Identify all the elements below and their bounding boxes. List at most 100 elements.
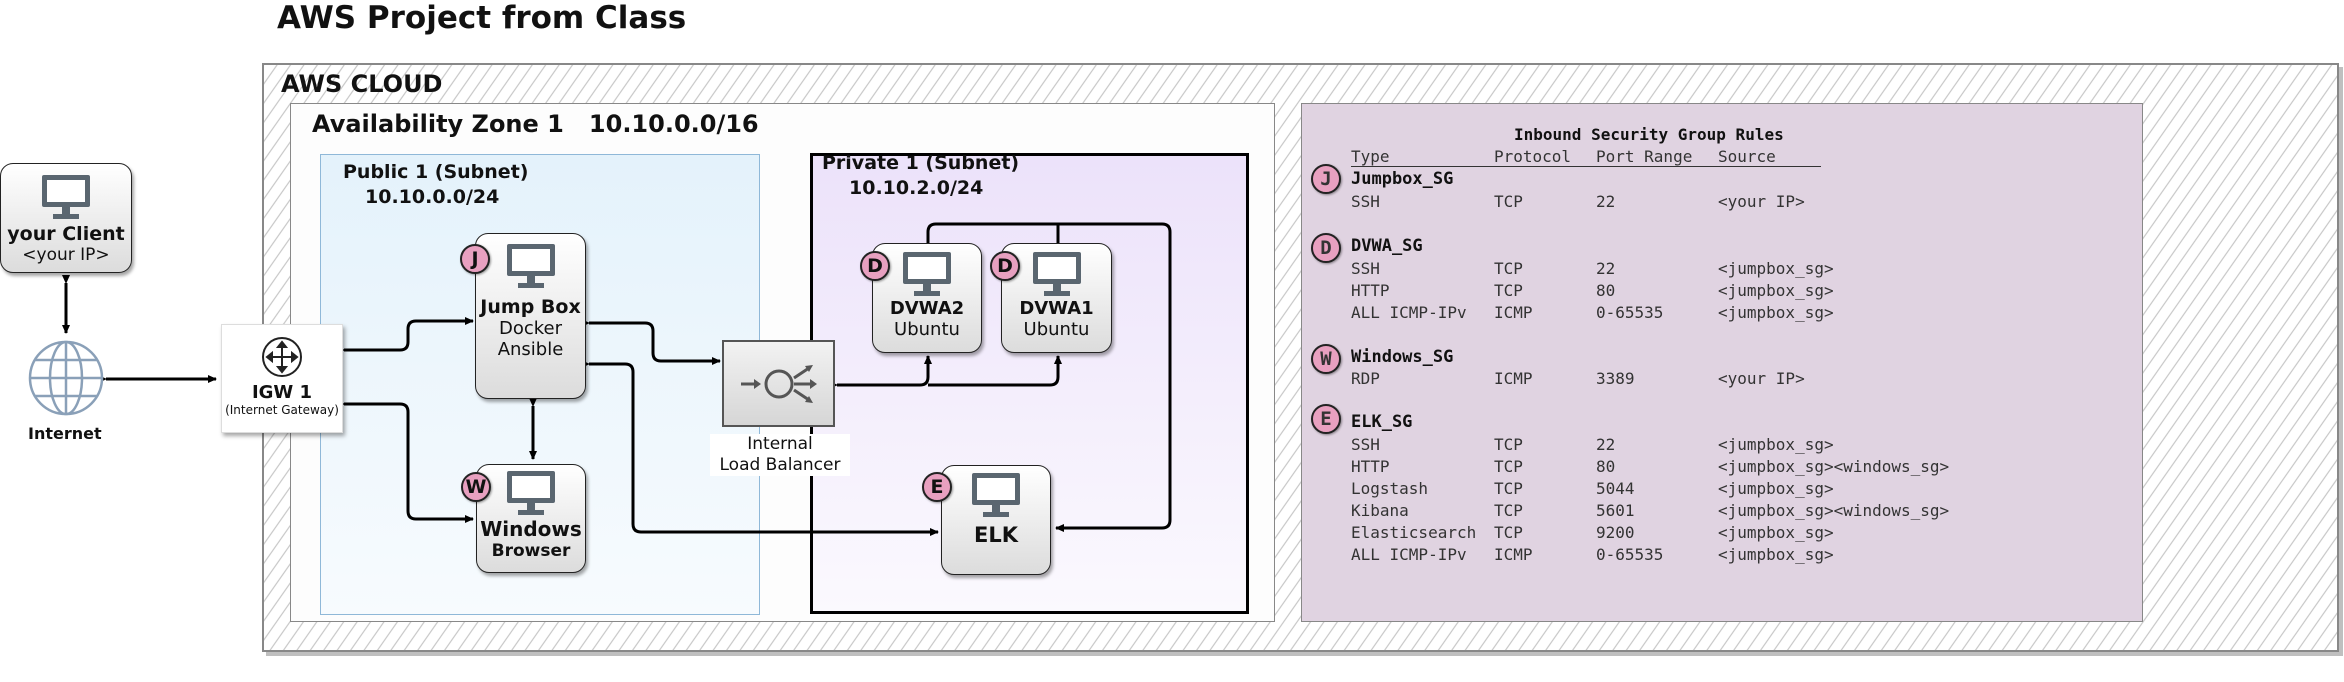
igw-subtitle: (Internet Gateway) <box>225 403 339 417</box>
rule-type: ALL ICMP-IPv <box>1351 545 1467 564</box>
aws-cloud-label: AWS CLOUD <box>281 70 443 98</box>
dvwa1-title: DVWA1 <box>1019 298 1094 319</box>
sg-name-jumpbox: Jumpbox_SG <box>1351 169 1454 189</box>
monitor-icon <box>903 252 951 296</box>
dvwa2-os: Ubuntu <box>894 319 960 340</box>
rule-source: <jumpbox_sg> <box>1718 281 1834 300</box>
sg-header-port: Port Range <box>1596 147 1693 166</box>
rule-protocol: TCP <box>1494 435 1523 454</box>
rule-port: 5044 <box>1596 479 1635 498</box>
dvwa2-node[interactable]: DVWA2 Ubuntu <box>872 243 982 353</box>
rule-protocol: TCP <box>1494 281 1523 300</box>
monitor-icon <box>972 473 1020 517</box>
dvwa2-badge: D <box>860 251 890 281</box>
rule-port: 80 <box>1596 457 1616 476</box>
rule-port: 3389 <box>1596 369 1635 388</box>
rule-source: <jumpbox_sg> <box>1718 545 1834 564</box>
rule-port: 22 <box>1596 435 1616 454</box>
rule-source: <jumpbox_sg> <box>1718 303 1834 322</box>
rule-source: <jumpbox_sg> <box>1718 479 1834 498</box>
private-subnet-name: Private 1 (Subnet) <box>822 152 1020 174</box>
igw-node[interactable]: IGW 1 (Internet Gateway) <box>221 324 343 433</box>
rule-port: 22 <box>1596 192 1616 211</box>
windows-node[interactable]: Windows Browser <box>476 464 586 573</box>
load-balancer-node[interactable] <box>722 340 835 427</box>
sg-header-underline <box>1351 166 1821 167</box>
rule-protocol: ICMP <box>1494 369 1533 388</box>
sg-header-type: Type <box>1351 147 1390 166</box>
link-dvwa-elk <box>926 222 1172 532</box>
rule-source: <jumpbox_sg> <box>1718 259 1834 278</box>
private-subnet-label: Private 1 (Subnet) 10.10.2.0/24 <box>822 151 1019 201</box>
private-subnet-cidr: 10.10.2.0/24 <box>849 177 984 199</box>
public-subnet-cidr: 10.10.0.0/24 <box>365 186 500 208</box>
elk-badge: E <box>922 472 952 502</box>
rule-type: Logstash <box>1351 479 1429 498</box>
router-arrows-icon <box>262 337 302 377</box>
rule-source: <jumpbox_sg> <box>1718 435 1834 454</box>
rule-protocol: ICMP <box>1494 545 1533 564</box>
elk-title: ELK <box>974 523 1018 547</box>
client-ip: <your IP> <box>22 245 110 265</box>
page-title: AWS Project from Class <box>277 0 687 36</box>
dvwa1-badge: D <box>990 251 1020 281</box>
link-jumpbox-elk <box>581 360 939 536</box>
rule-type: SSH <box>1351 435 1380 454</box>
link-lb-dvwa2 <box>829 355 932 389</box>
monitor-icon <box>1032 252 1081 296</box>
client-title: your Client <box>7 223 125 245</box>
rule-source: <jumpbox_sg><windows_sg> <box>1718 457 1950 476</box>
sg-name-elk: ELK_SG <box>1351 412 1413 432</box>
rule-source: <your IP> <box>1718 192 1805 211</box>
windows-title: Windows <box>480 517 582 541</box>
sg-name-dvwa: DVWA_SG <box>1351 236 1423 256</box>
rule-port: 22 <box>1596 259 1616 278</box>
elk-node[interactable]: ELK <box>941 465 1051 575</box>
dvwa1-os: Ubuntu <box>1023 319 1090 340</box>
sg-name-windows: Windows_SG <box>1351 347 1454 367</box>
rule-port: 80 <box>1596 281 1616 300</box>
sg-badge-elk: E <box>1311 404 1341 434</box>
jumpbox-title: Jump Box <box>480 296 581 318</box>
rule-source: <your IP> <box>1718 369 1805 388</box>
sg-badge-jumpbox: J <box>1311 164 1341 194</box>
igw-title: IGW 1 <box>251 382 313 403</box>
load-balancer-label: Internal Load Balancer <box>710 434 850 476</box>
sg-header-protocol: Protocol <box>1494 147 1572 166</box>
internet-label: Internet <box>28 424 102 443</box>
monitor-icon <box>507 471 555 515</box>
rule-protocol: TCP <box>1494 259 1523 278</box>
load-balancer-line2: Load Balancer <box>719 455 841 475</box>
windows-browser: Browser <box>491 541 571 561</box>
dvwa2-title: DVWA2 <box>889 298 965 319</box>
rule-protocol: TCP <box>1494 523 1523 542</box>
rule-protocol: TCP <box>1494 192 1523 211</box>
sg-badge-dvwa: D <box>1311 233 1341 263</box>
jumpbox-badge: J <box>460 244 490 274</box>
sg-badge-windows: W <box>1311 344 1341 374</box>
rule-type: Kibana <box>1351 501 1409 520</box>
public-subnet-name: Public 1 (Subnet) <box>343 161 529 183</box>
jumpbox-node[interactable]: Jump Box Docker Ansible <box>475 233 586 399</box>
rule-type: HTTP <box>1351 457 1390 476</box>
security-group-panel <box>1301 103 2143 622</box>
sg-header-source: Source <box>1718 147 1776 166</box>
availability-zone-label: Availability Zone 1 10.10.0.0/16 <box>312 110 759 138</box>
client-node[interactable]: your Client <your IP> <box>0 163 132 273</box>
rule-source: <jumpbox_sg> <box>1718 523 1834 542</box>
link-lb-dvwa1 <box>928 355 1062 387</box>
link-igw-jumpbox <box>336 317 474 354</box>
load-balancer-icon <box>740 365 817 403</box>
rule-type: RDP <box>1351 369 1380 388</box>
public-subnet-label: Public 1 (Subnet) 10.10.0.0/24 <box>343 160 528 210</box>
rule-source: <jumpbox_sg><windows_sg> <box>1718 501 1950 520</box>
monitor-icon <box>42 175 90 219</box>
rule-protocol: TCP <box>1494 457 1523 476</box>
rule-protocol: TCP <box>1494 501 1523 520</box>
link-igw-windows <box>336 400 474 523</box>
rule-type: SSH <box>1351 192 1380 211</box>
windows-badge: W <box>461 472 491 502</box>
rule-port: 0-65535 <box>1596 545 1664 564</box>
